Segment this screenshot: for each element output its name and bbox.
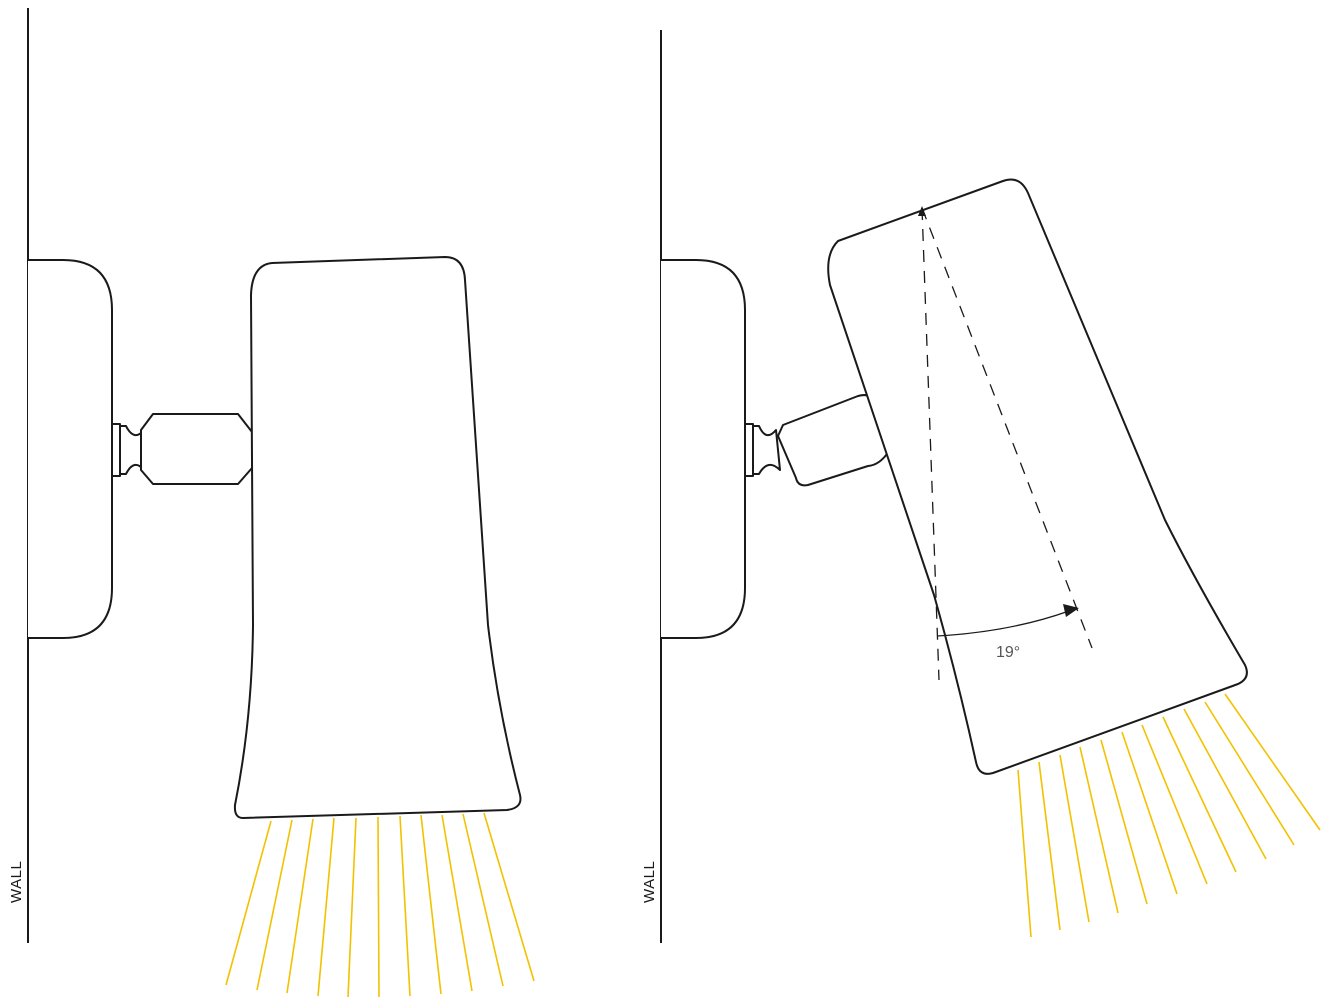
angle-indicator: 19° (918, 206, 1093, 681)
light-rays (1017, 693, 1321, 938)
wall-mount-plate (27, 259, 113, 639)
tilt-angle-label: 19° (996, 644, 1020, 661)
wall-mount-plate (660, 259, 746, 639)
arrow-head-icon (1063, 604, 1079, 617)
lamp-shade (233, 256, 522, 819)
lamp-shade (827, 178, 1248, 775)
angle-arc (936, 610, 1070, 637)
right-panel: WALL 19° (641, 30, 1321, 943)
tilted-axis-line (921, 207, 1093, 649)
vertical-reference-line (921, 207, 940, 681)
swivel-joint (744, 394, 890, 487)
swivel-joint (111, 413, 253, 485)
axis-origin-arrow-icon (918, 206, 926, 216)
wall-label: WALL (8, 861, 25, 903)
wall-label: WALL (641, 861, 658, 903)
left-panel: WALL (8, 8, 535, 998)
light-rays (225, 812, 535, 998)
